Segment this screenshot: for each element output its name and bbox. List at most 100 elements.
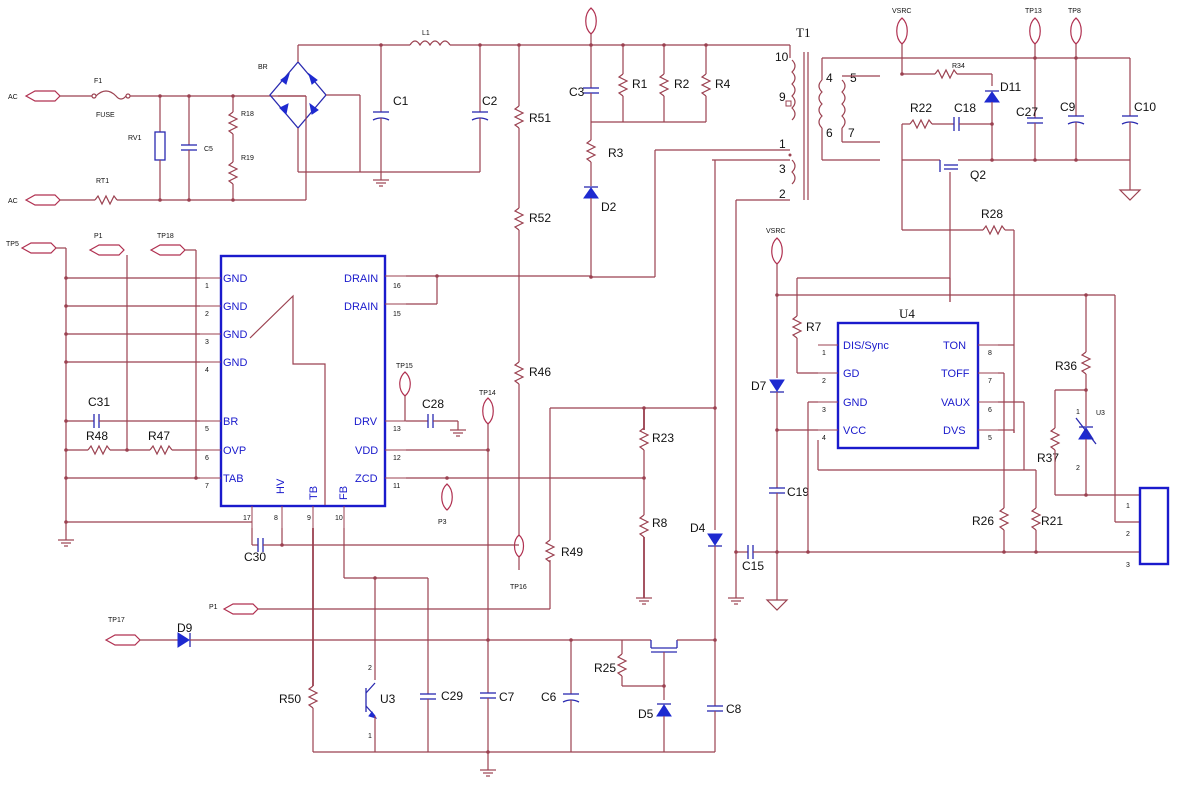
fuse-symbol — [95, 90, 127, 100]
testpoint-vsrc-top — [896, 17, 908, 45]
r18-ref: R18 — [241, 111, 254, 118]
main-ic-left-pins: 1 GND 2 GND 3 GND 4 GND 5 BR 6 OVP 7 TAB — [200, 273, 248, 490]
r3-ref: R3 — [608, 146, 624, 160]
resistor-r19 — [227, 161, 239, 185]
c31-ref: C31 — [88, 395, 110, 409]
c18-ref: C18 — [954, 101, 976, 115]
resistor-r34 — [934, 68, 958, 80]
l1-ref: L1 — [422, 30, 430, 37]
br-ref: BR — [258, 64, 268, 71]
c5-ref: C5 — [204, 146, 213, 153]
bottom-bias-section: TP17 D9 R50 2 1 U3 C29 C7 — [104, 528, 742, 777]
rv1-ref: RV1 — [128, 135, 142, 142]
left-control-wiring: TP5 P1 TP18 C31 R48 R47 — [6, 233, 252, 547]
main-pin3-num: 3 — [205, 339, 209, 346]
u4-wiring: VSRC R7 D7 C19 C15 R26 — [734, 228, 1140, 611]
r37-ref: R37 — [1037, 451, 1059, 465]
c10-ref: C10 — [1134, 100, 1156, 114]
u4-pin3-name: GND — [843, 397, 868, 409]
testpoint-tp13 — [1029, 17, 1041, 45]
main-ic-bottom-pins: 17 8 HV 9 TB 10 FB — [243, 478, 350, 528]
resistor-r23 — [638, 427, 650, 451]
u2-pin-2: 2 — [1076, 465, 1080, 472]
resistor-r50 — [307, 685, 319, 709]
ac-label-top: AC — [8, 94, 18, 101]
testpoint-tp16 — [513, 534, 525, 558]
resistor-r28 — [982, 224, 1006, 236]
r19-ref: R19 — [241, 155, 254, 162]
r25-ref: R25 — [594, 661, 616, 675]
u2-pin-1: 1 — [1076, 409, 1080, 416]
connector-pin-1: 1 — [1126, 503, 1130, 510]
resistor-r52 — [513, 207, 525, 231]
c2-ref: C2 — [482, 94, 498, 108]
r7-ref: R7 — [806, 320, 822, 334]
testpoint-vsrc-mid — [771, 237, 783, 265]
main-pin12-name: VDD — [355, 445, 378, 457]
p1-bottom-label: P1 — [209, 604, 218, 611]
c8-ref: C8 — [726, 702, 742, 716]
u4-pin7-name: TOFF — [941, 368, 970, 380]
main-ic-right-wiring: TP15 C28 TP14 P3 — [396, 150, 656, 693]
tp17-label: TP17 — [108, 617, 125, 624]
main-pin8-num: 8 — [274, 515, 278, 522]
resistor-r36 — [1080, 351, 1092, 375]
resistor-r51 — [513, 105, 525, 129]
c7-ref: C7 — [499, 690, 515, 704]
bridge-rectifier: BR — [258, 45, 480, 200]
main-pin7-name: TAB — [223, 473, 244, 485]
c30-ref: C30 — [244, 550, 266, 564]
u4-outline — [836, 321, 980, 450]
r36-ref: R36 — [1055, 359, 1077, 373]
resistor-r18 — [227, 111, 239, 135]
r1-ref: R1 — [632, 77, 648, 91]
main-pin8-name: HV — [275, 478, 287, 494]
testpoint-tp18 — [149, 244, 186, 256]
resistor-r46 — [513, 361, 525, 385]
secondary-output: VSRC R34 D11 R22 C18 Q2 R28 — [892, 8, 1156, 433]
main-pin1-num: 1 — [205, 283, 209, 290]
r50-ref: R50 — [279, 692, 301, 706]
tp14-label: TP14 — [479, 390, 496, 397]
d9-ref: D9 — [177, 621, 193, 635]
testpoint-p1-top — [88, 244, 125, 256]
main-pin2-num: 2 — [205, 311, 209, 318]
vsrc-top-label: VSRC — [892, 8, 911, 15]
resistor-r8 — [638, 514, 650, 538]
resistor-r22 — [909, 118, 933, 130]
main-pin1-name: GND — [223, 273, 248, 285]
r22-ref: R22 — [910, 101, 932, 115]
testpoint-tp5 — [20, 242, 57, 254]
testpoint-tp17 — [104, 634, 141, 646]
r48-ref: R48 — [86, 429, 108, 443]
c6-ref: C6 — [541, 690, 557, 704]
u4-pin2-name: GD — [843, 368, 860, 380]
main-pin4-num: 4 — [205, 367, 209, 374]
u4-pin5-num: 5 — [988, 435, 992, 442]
main-ic-outline — [219, 254, 387, 508]
thermistor-rt1 — [94, 194, 118, 206]
main-pin10-name: FB — [338, 486, 350, 500]
u4-pin6-num: 6 — [988, 407, 992, 414]
main-pin13-num: 13 — [393, 426, 401, 433]
mid-control-wiring: C30 P1 R49 R23 R8 D4 — [209, 160, 744, 640]
tp13-label: TP13 — [1025, 8, 1042, 15]
c28-ref: C28 — [422, 397, 444, 411]
r8-ref: R8 — [652, 516, 668, 530]
t1-pin-6: 6 — [826, 126, 833, 140]
main-pin5-num: 5 — [205, 426, 209, 433]
p1-top-label: P1 — [94, 233, 103, 240]
tp15-label: TP15 — [396, 363, 413, 370]
r46-ref: R46 — [529, 365, 551, 379]
u4-pin4-num: 4 — [822, 435, 826, 442]
tp18-label: TP18 — [157, 233, 174, 240]
t1-pin-1: 1 — [779, 137, 786, 151]
main-pin15-num: 15 — [393, 311, 401, 318]
u4-controller: U4 1 DIS/Sync 2 GD 3 GND 4 VCC TON 8 TOF… — [818, 306, 998, 450]
testpoint-tp14 — [482, 397, 494, 425]
c29-ref: C29 — [441, 689, 463, 703]
t1-pin-9: 9 — [779, 90, 786, 104]
d4-ref: D4 — [690, 521, 706, 535]
u2-ref: U3 — [1096, 410, 1105, 417]
main-pin9-name: TB — [308, 486, 320, 500]
